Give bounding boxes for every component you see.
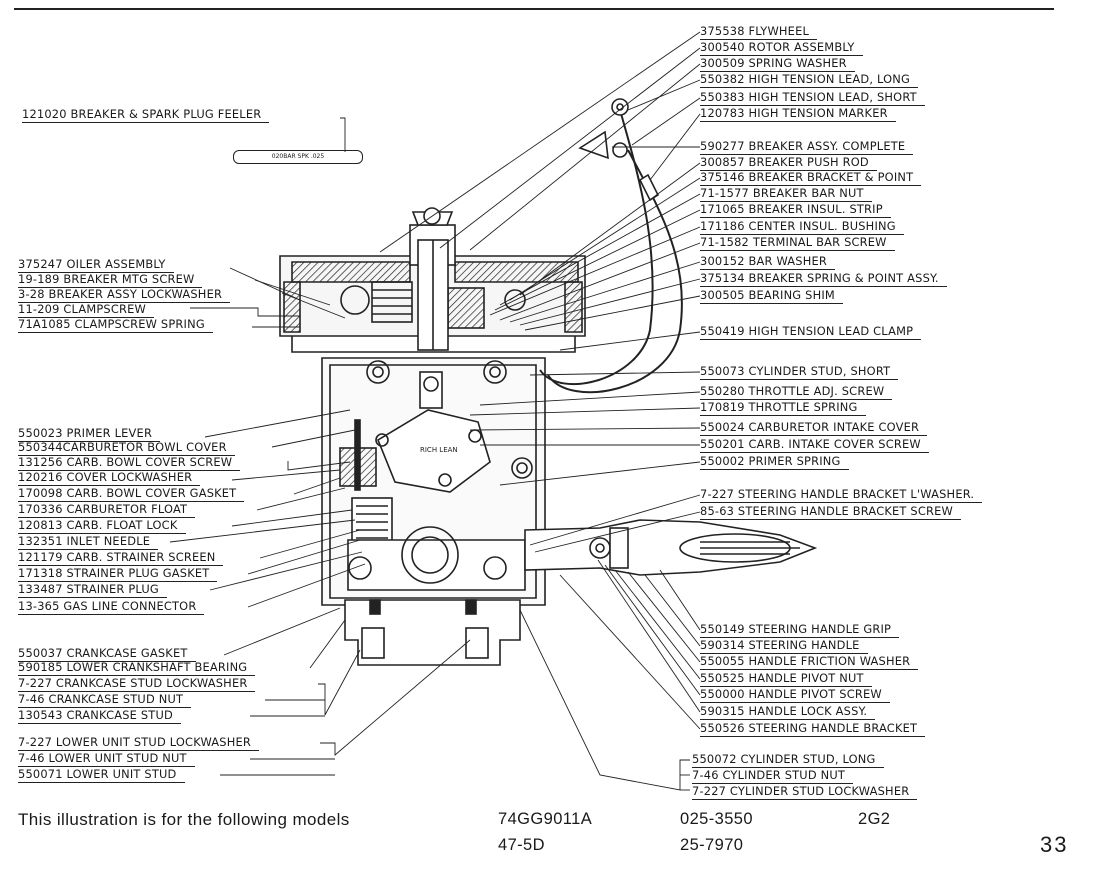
label-550201: 550201 CARB. INTAKE COVER SCREW [700, 438, 929, 453]
label-300505: 300505 BEARING SHIM [700, 289, 843, 304]
label-550383: 550383 HIGH TENSION LEAD, SHORT [700, 91, 925, 106]
label-550072: 550072 CYLINDER STUD, LONG [692, 753, 884, 768]
label-375538: 375538 FLYWHEEL [700, 25, 818, 40]
label-71-1577: 71-1577 BREAKER BAR NUT [700, 187, 872, 202]
model-2g2: 2G2 [858, 810, 891, 828]
label-550525: 550525 HANDLE PIVOT NUT [700, 672, 872, 687]
label-550000: 550000 HANDLE PIVOT SCREW [700, 688, 890, 703]
model-47-5d: 47-5D [498, 836, 545, 854]
label-170336: 170336 CARBURETOR FLOAT [18, 503, 196, 518]
carb-rich-lean-text: RICH LEAN [420, 446, 458, 454]
label-550526: 550526 STEERING HANDLE BRACKET [700, 722, 926, 737]
label-550149: 550149 STEERING HANDLE GRIP [700, 623, 900, 638]
label-3-28: 3-28 BREAKER ASSY LOCKWASHER [18, 288, 231, 303]
feeler-gauge-text: 020BAR SPK .025 [271, 153, 325, 160]
label-7-227-cylinder: 7-227 CYLINDER STUD LOCKWASHER [692, 785, 918, 800]
label-121020: 121020 BREAKER & SPARK PLUG FEELER [22, 108, 270, 123]
model-25-7970: 25-7970 [680, 836, 744, 854]
label-132351: 132351 INLET NEEDLE [18, 535, 159, 550]
label-550419: 550419 HIGH TENSION LEAD CLAMP [700, 325, 922, 340]
label-7-46-lower-unit: 7-46 LOWER UNIT STUD NUT [18, 752, 195, 767]
label-170098: 170098 CARB. BOWL COVER GASKET [18, 487, 245, 502]
label-375134: 375134 BREAKER SPRING & POINT ASSY. [700, 272, 947, 287]
label-131256: 131256 CARB. BOWL COVER SCREW [18, 456, 241, 471]
label-590315: 590315 HANDLE LOCK ASSY. [700, 705, 876, 720]
label-550280: 550280 THROTTLE ADJ. SCREW [700, 385, 893, 400]
label-120813: 120813 CARB. FLOAT LOCK [18, 519, 186, 534]
label-7-227-bracket: 7-227 STEERING HANDLE BRACKET L'WASHER. [700, 488, 983, 503]
label-13-365: 13-365 GAS LINE CONNECTOR [18, 600, 205, 615]
label-7-227-crankcase: 7-227 CRANKCASE STUD LOCKWASHER [18, 677, 256, 692]
label-375247: 375247 OILER ASSEMBLY [18, 258, 174, 273]
label-300857: 300857 BREAKER PUSH ROD [700, 156, 877, 171]
label-550382: 550382 HIGH TENSION LEAD, LONG [700, 73, 919, 88]
label-550002: 550002 PRIMER SPRING [700, 455, 849, 470]
label-7-46-cylinder: 7-46 CYLINDER STUD NUT [692, 769, 854, 784]
label-300152: 300152 BAR WASHER [700, 255, 835, 270]
models-caption: This illustration is for the following m… [18, 810, 350, 829]
label-11-209: 11-209 CLAMPSCREW [18, 303, 154, 318]
label-590277: 590277 BREAKER ASSY. COMPLETE [700, 140, 914, 155]
label-550344: 550344CARBURETOR BOWL COVER [18, 441, 235, 456]
model-74gg9011a: 74GG9011A [498, 810, 593, 828]
label-120783: 120783 HIGH TENSION MARKER [700, 107, 896, 122]
label-171065: 171065 BREAKER INSUL. STRIP [700, 203, 891, 218]
label-550037: 550037 CRANKCASE GASKET [18, 647, 196, 662]
label-375146: 375146 BREAKER BRACKET & POINT [700, 171, 922, 186]
label-590314: 590314 STEERING HANDLE [700, 639, 868, 654]
label-19-189: 19-189 BREAKER MTG SCREW [18, 273, 203, 288]
label-7-46-crankcase: 7-46 CRANKCASE STUD NUT [18, 693, 192, 708]
label-300540: 300540 ROTOR ASSEMBLY [700, 41, 863, 56]
model-025-3550: 025-3550 [680, 810, 753, 828]
label-550024: 550024 CARBURETOR INTAKE COVER [700, 421, 928, 436]
label-133487: 133487 STRAINER PLUG [18, 583, 167, 598]
page-number: 33 [1040, 832, 1069, 857]
label-71-1582: 71-1582 TERMINAL BAR SCREW [700, 236, 895, 251]
label-7-227-lower-unit: 7-227 LOWER UNIT STUD LOCKWASHER [18, 736, 259, 751]
label-120216: 120216 COVER LOCKWASHER [18, 471, 201, 486]
label-550055: 550055 HANDLE FRICTION WASHER [700, 655, 919, 670]
label-171318: 171318 STRAINER PLUG GASKET [18, 567, 218, 582]
feeler-gauge: 020BAR SPK .025 [233, 150, 363, 164]
carburetor-shape [377, 409, 491, 493]
top-rule [14, 8, 1054, 10]
label-300509: 300509 SPRING WASHER [700, 57, 855, 72]
label-550023: 550023 PRIMER LEVER [18, 427, 161, 442]
label-85-63: 85-63 STEERING HANDLE BRACKET SCREW [700, 505, 961, 520]
label-550073: 550073 CYLINDER STUD, SHORT [700, 365, 899, 380]
label-130543: 130543 CRANKCASE STUD [18, 709, 181, 724]
label-71a1085: 71A1085 CLAMPSCREW SPRING [18, 318, 213, 333]
label-121179: 121179 CARB. STRAINER SCREEN [18, 551, 224, 566]
label-550071: 550071 LOWER UNIT STUD [18, 768, 185, 783]
label-171186: 171186 CENTER INSUL. BUSHING [700, 220, 904, 235]
label-170819: 170819 THROTTLE SPRING [700, 401, 866, 416]
label-590185: 590185 LOWER CRANKSHAFT BEARING [18, 661, 256, 676]
